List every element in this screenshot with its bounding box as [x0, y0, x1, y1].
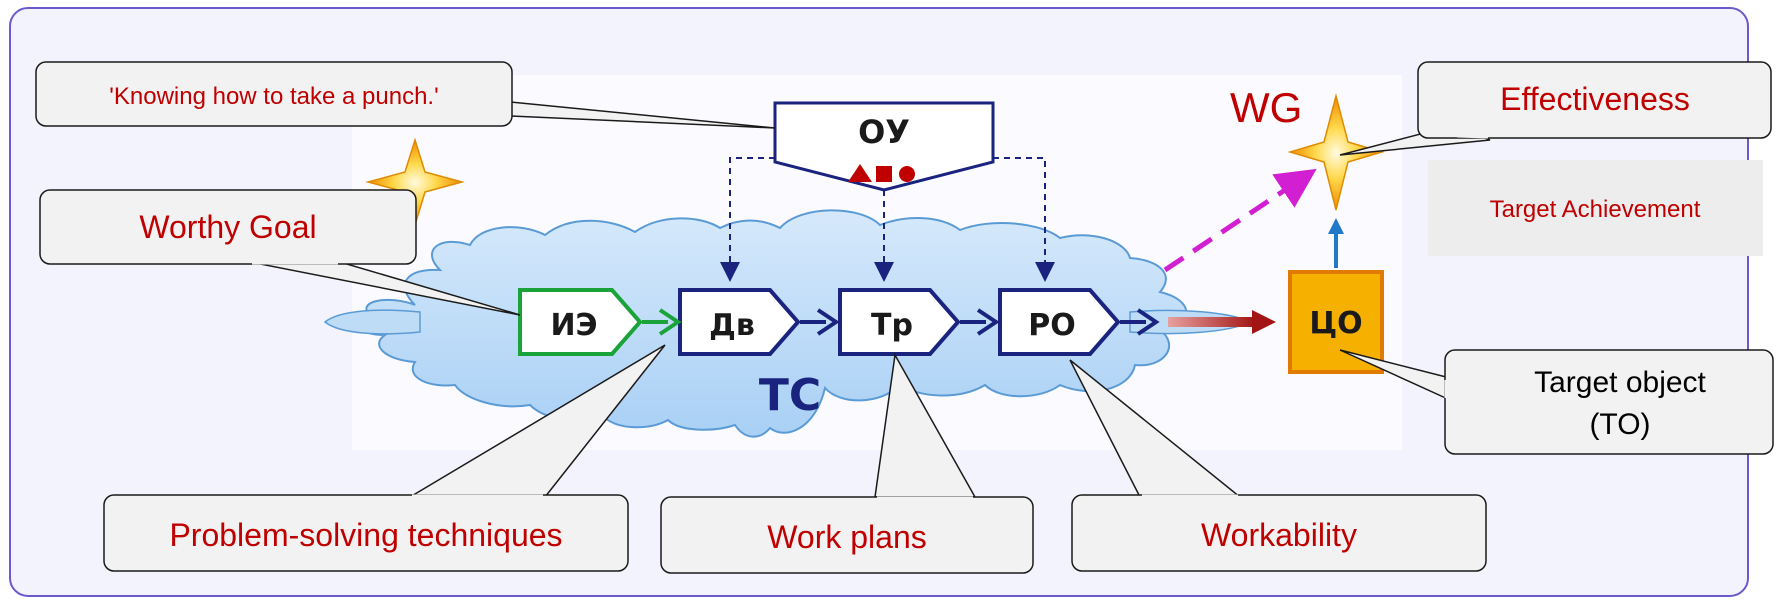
- tr-label: Тр: [871, 308, 913, 343]
- callout-effectiveness-text: Effectiveness: [1500, 81, 1690, 117]
- callout-work-plans-text: Work plans: [767, 519, 926, 555]
- callout-problem-solving-text: Problem-solving techniques: [169, 517, 562, 553]
- callout-problem-solving-box: [103, 494, 629, 572]
- ie-box: [518, 288, 643, 356]
- star-icon-wg: [1287, 93, 1385, 211]
- circle-icon: [899, 166, 915, 182]
- callout-worthy-goal-text: Worthy Goal: [139, 209, 316, 245]
- tso-label: ЦО: [1309, 306, 1362, 341]
- ou-box: [773, 101, 995, 192]
- callout-workability-text: Workability: [1201, 517, 1357, 553]
- callout-workability-box: [1071, 494, 1487, 572]
- ro-box: [998, 288, 1121, 356]
- ie-label: ИЭ: [550, 308, 597, 343]
- magenta-dashed-arrow: [1163, 168, 1317, 273]
- triangle-icon: [848, 164, 872, 182]
- square-icon: [876, 166, 892, 182]
- target-achievement-label: Target Achievement: [1490, 196, 1701, 223]
- ou-dashed-connectors: [720, 157, 1055, 282]
- target-achievement-box: [1428, 160, 1763, 256]
- tc-label: ТС: [759, 370, 821, 421]
- cloud-tail-left: [323, 309, 421, 335]
- wg-label: WG: [1230, 84, 1302, 131]
- callout-worthy-goal-box: [39, 189, 417, 265]
- callout-punch-text: 'Knowing how to take a punch.': [109, 83, 438, 110]
- callout-work-plans-box: [660, 496, 1034, 574]
- blue-arrow-head: [1328, 218, 1344, 234]
- callout-target-object-line2: (TO): [1589, 408, 1650, 441]
- chain-arrows: [642, 308, 1160, 336]
- dv-label: Дв: [709, 308, 755, 343]
- red-arrow-shaft: [1168, 317, 1255, 327]
- callout-effectiveness-box: [1417, 61, 1772, 139]
- ro-label: РО: [1028, 308, 1076, 343]
- tso-box: [1288, 270, 1384, 374]
- ou-label: ОУ: [858, 113, 910, 151]
- dv-box: [678, 288, 801, 356]
- red-arrow-head: [1252, 310, 1276, 334]
- callout-target-object-line1: Target object: [1534, 366, 1706, 399]
- tr-box: [838, 288, 961, 356]
- callout-target-object-box: [1444, 349, 1774, 455]
- callout-punch-box: [35, 61, 513, 127]
